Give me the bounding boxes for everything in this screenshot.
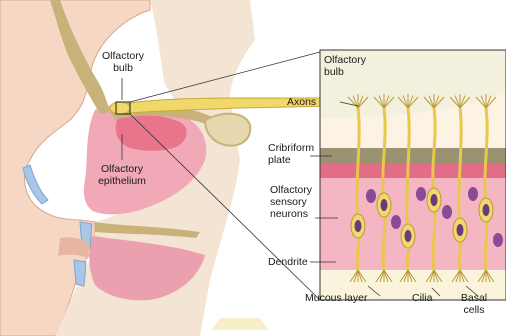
label-cribriform-plate: Cribriform plate (268, 142, 314, 166)
head-cross-section (0, 0, 330, 336)
magnified-panel (310, 50, 506, 300)
epithelium-band-top (320, 164, 506, 178)
neuron-nucleus (483, 204, 490, 216)
neuron-nucleus (355, 220, 362, 232)
supporting-cell-nucleus (416, 187, 426, 201)
supporting-cell-nucleus (468, 187, 478, 201)
cribriform-plate-band (320, 148, 506, 164)
olfactory-bulb-tip (110, 102, 130, 114)
label-olfactory-epithelium: Olfactory epithelium (82, 163, 162, 187)
supporting-cell-nucleus (366, 189, 376, 203)
label-mucous-layer: Mucous layer (305, 292, 367, 304)
neuron-nucleus (405, 230, 412, 242)
tooth-lower (74, 260, 86, 286)
label-olfactory-bulb-left: Olfactory bulb (93, 50, 153, 74)
watermark-emblem (212, 318, 268, 330)
label-olfactory-bulb-right: Olfactory bulb (324, 54, 366, 78)
supporting-cell-nucleus (391, 215, 401, 229)
neuron-nucleus (431, 194, 438, 206)
label-olfactory-sensory-neurons: Olfactory sensory neurons (270, 184, 312, 220)
label-dendrite: Dendrite (268, 256, 308, 268)
neuron-nucleus (457, 224, 464, 236)
label-cilia: Cilia (412, 292, 432, 304)
epithelium-band (320, 178, 506, 270)
supporting-cell-nucleus (442, 205, 452, 219)
label-axons: Axons (287, 96, 316, 108)
label-basal-cells: Basal cells (454, 292, 494, 316)
supporting-cell-nucleus (493, 233, 503, 247)
neuron-nucleus (381, 199, 388, 211)
